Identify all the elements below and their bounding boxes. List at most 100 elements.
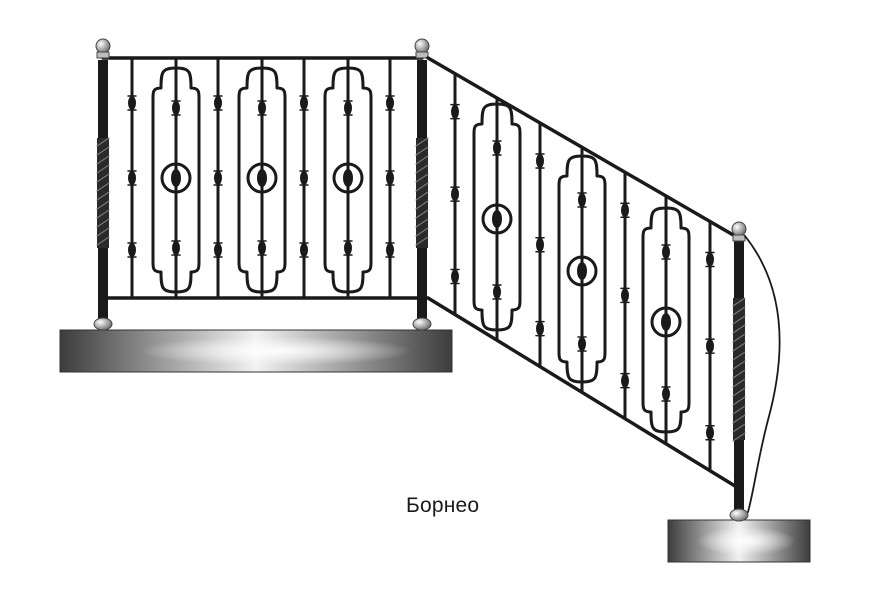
twist-groove [96,200,110,210]
landing-base-left [59,329,453,373]
medallion-ring [566,255,598,287]
collar-knuckle [706,425,714,440]
twist-groove [96,236,110,246]
finial-cap [732,234,746,242]
finial-ball [95,38,111,54]
medallion-center [257,169,267,187]
post-twist [733,298,745,440]
post-foot-ball [729,508,749,522]
twist-groove [732,405,746,415]
collar-knuckle [128,243,136,257]
twist-groove [732,432,746,442]
twist-groove [732,342,746,352]
collar-knuckle [493,141,501,155]
twist-groove [732,378,746,388]
collar-knuckle [386,171,394,185]
collar-knuckle [621,373,629,388]
collar-knuckle [258,241,266,255]
collar-knuckle [536,237,544,252]
collar-knuckle [451,104,459,119]
collar-knuckle [214,243,222,257]
cable-line [744,235,781,513]
twist-groove [96,137,110,147]
collar-knuckle [300,243,308,257]
twist-groove [96,191,110,201]
collar-knuckle [662,245,670,259]
twist-groove [415,146,429,156]
twist-groove [415,164,429,174]
collar-knuckle [706,339,714,354]
collar-knuckle [578,337,586,351]
collar-knuckle [386,96,394,110]
collar-knuckle [662,387,670,401]
twist-groove [732,414,746,424]
twist-groove [96,209,110,219]
twist-groove [732,351,746,361]
collar-knuckle [128,171,136,185]
twist-groove [415,191,429,201]
railing-ironwork [93,38,781,522]
twist-groove [415,218,429,228]
twist-groove [96,146,110,156]
twist-groove [415,173,429,183]
twist-groove [732,360,746,370]
twist-groove [415,200,429,210]
medallion-center [171,169,181,187]
finial-cap [415,51,429,59]
collar-knuckle [451,187,459,202]
post-foot-ball [412,317,432,331]
twist-groove [96,164,110,174]
finial-ball [414,38,430,54]
twist-groove [732,315,746,325]
twist-groove [415,155,429,165]
collar-knuckle [214,96,222,110]
medallion-ring [332,162,364,194]
twist-groove [732,369,746,379]
twist-groove [415,137,429,147]
collar-knuckle [214,171,222,185]
twist-groove [415,182,429,192]
medallion-ring [246,162,278,194]
collar-knuckle [172,241,180,255]
twist-groove [732,306,746,316]
collar-knuckle [621,203,629,218]
twist-groove [732,423,746,433]
caption-label: Борнео [406,494,480,517]
medallion-ring [481,203,513,235]
twist-groove [96,173,110,183]
landing-base-right [667,519,811,563]
finial-ball [731,221,747,237]
medallion-center [343,169,353,187]
collar-knuckle [300,171,308,185]
medallion-ring [160,162,192,194]
collar-knuckle [386,243,394,257]
collar-knuckle [128,96,136,110]
collar-knuckle [493,285,501,299]
medallion-ring [650,306,682,338]
twist-groove [732,396,746,406]
collar-knuckle [300,96,308,110]
twist-groove [732,333,746,343]
collar-knuckle [706,252,714,267]
twist-groove [415,209,429,219]
twist-groove [96,182,110,192]
finial-cap [96,51,110,59]
collar-knuckle [344,101,352,115]
twist-groove [96,227,110,237]
collar-knuckle [172,101,180,115]
twist-groove [96,218,110,228]
twist-groove [96,155,110,165]
collar-knuckle [578,193,586,207]
post-foot-ball [93,317,113,331]
medallion-center [661,313,671,331]
collar-knuckle [536,153,544,168]
collar-knuckle [258,101,266,115]
medallion-center [492,210,502,228]
twist-groove [732,324,746,334]
medallion-center [577,262,587,280]
collar-knuckle [344,241,352,255]
collar-knuckle [451,269,459,284]
twist-groove [415,236,429,246]
twist-groove [732,297,746,307]
